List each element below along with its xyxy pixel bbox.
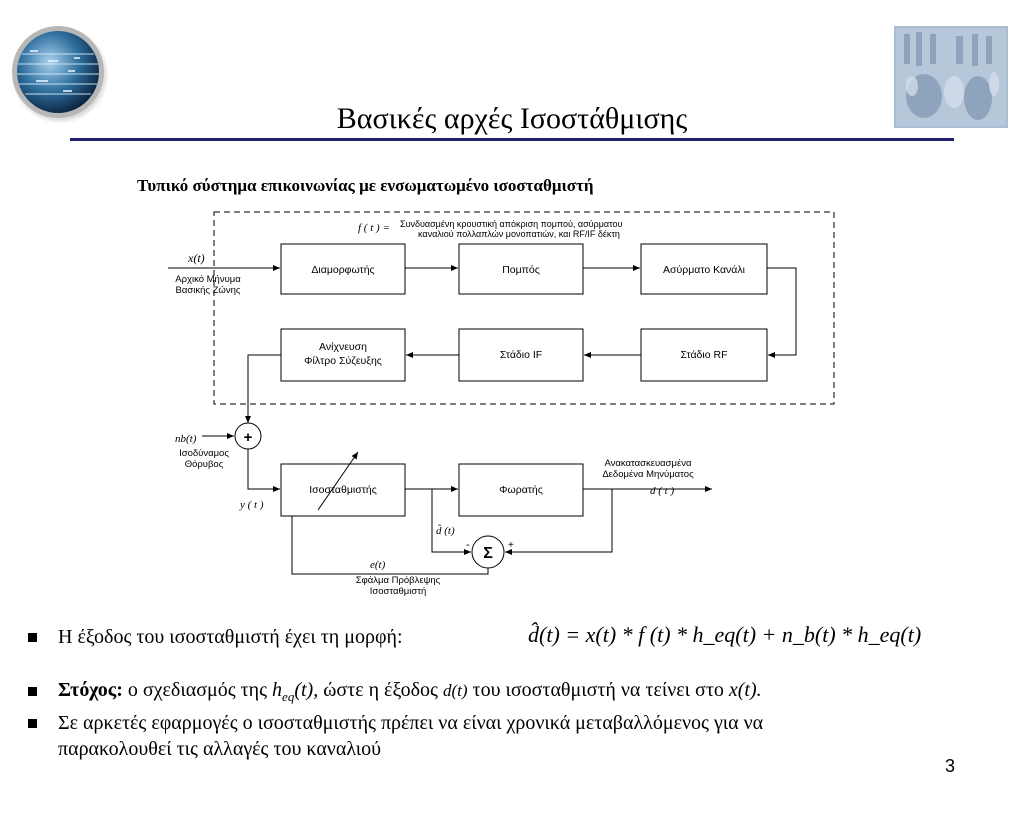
detector-label-line1: Ανίχνευση xyxy=(319,341,367,353)
square-bullet-icon xyxy=(28,633,37,642)
x-symbol: x(t) xyxy=(187,251,205,265)
decision-to-sigma-arrow xyxy=(505,489,613,555)
title-rule xyxy=(70,138,954,141)
if-stage-block xyxy=(458,328,584,382)
transmitter-label: Πομπός xyxy=(502,264,540,276)
decision-block xyxy=(458,463,584,517)
wireless-channel-block xyxy=(640,243,768,295)
sigma-plus-sign: + xyxy=(508,540,514,551)
output-label-line2: Δεδομένα Μηνύματος xyxy=(602,469,694,480)
bullet-2-text-b: ώστε η έξοδος xyxy=(323,679,438,701)
bullet-2-h: h xyxy=(272,679,283,701)
diagram-subtitle: Τυπικό σύστημα επικοινωνίας με ενσωματωμ… xyxy=(137,176,594,195)
adaptive-arrow xyxy=(317,451,359,511)
modulator-block xyxy=(280,243,406,295)
f-symbol: f ( t ) = xyxy=(358,222,390,234)
bullet-3-line1: Σε αρκετές εφαρμογές ο ισοσταθμιστής πρέ… xyxy=(58,712,764,734)
sigma-symbol: Σ xyxy=(483,545,493,562)
detector-block xyxy=(280,328,406,382)
dhat-symbol: d̂ (t) xyxy=(436,524,455,537)
sum-to-equalizer-arrow xyxy=(247,449,280,492)
output-label-line1: Ανακατασκευασμένα xyxy=(605,458,693,469)
bullet-2: Στόχος: ο σχεδιασμός της heq(t), ώστε η … xyxy=(58,677,762,710)
slide-title: Βασικές αρχές Ισοστάθμισης xyxy=(336,102,688,135)
input-label-line1: Αρχικό Μήνυμα xyxy=(175,274,241,285)
error-feedback-line xyxy=(291,516,489,575)
detector-label-line2: Φίλτρο Σύζευξης xyxy=(304,355,382,367)
decision-label: Φωρατής xyxy=(499,484,543,496)
if-stage-label: Στάδιο IF xyxy=(500,349,542,361)
noise-sum-plus: + xyxy=(244,429,253,446)
modulator-label: Διαμορφωτής xyxy=(311,264,374,276)
e-symbol: e(t) xyxy=(370,559,386,571)
rf-stage-label: Στάδιο RF xyxy=(681,349,728,361)
bullet-1-equation: d̂(t) = x(t) * f (t) * h_eq(t) + n_b(t) … xyxy=(528,622,922,647)
f-description-line2: καναλιού πολλαπλών μονοπατιών, και RF/IF… xyxy=(418,229,620,239)
f-description-line1: Συνδυασμένη κρουστική απόκριση πομπού, α… xyxy=(400,219,623,229)
sigma-minus-sign: - xyxy=(466,539,470,551)
wireless-channel-label: Ασύρματο Κανάλι xyxy=(663,264,746,276)
error-label-line1: Σφάλμα Πρόβλεψης xyxy=(356,575,441,586)
detector-to-sum-arrow xyxy=(245,354,281,423)
bullet-1-text: Η έξοδος του ισοσταθμιστή έχει τη μορφή: xyxy=(58,626,403,648)
noise-label-line2: Θόρυβος xyxy=(185,459,224,470)
bullet-2-xt: x(t). xyxy=(728,679,762,701)
nb-symbol: nb(t) xyxy=(175,433,197,445)
rf-stage-block xyxy=(640,328,768,382)
globe-logo-icon xyxy=(11,26,109,124)
dhat-to-sigma-arrow xyxy=(431,489,471,555)
equalizer-block xyxy=(280,463,406,517)
square-bullet-icon xyxy=(28,687,37,696)
channel-boundary xyxy=(213,211,835,405)
bullet-2-label: Στόχος: xyxy=(58,679,123,701)
channel-to-rf-arrow xyxy=(767,267,797,358)
output-d-symbol: d ( t ) xyxy=(650,485,674,497)
stone-relief-image xyxy=(894,26,1008,128)
input-label-line2: Βασικής Ζώνης xyxy=(176,285,241,296)
bullet-3-line2: παρακολουθεί τις αλλαγές του καναλιού xyxy=(58,738,382,760)
equalizer-label: Ισοσταθμιστής xyxy=(309,484,377,496)
error-label-line2: Ισοσταθμιστή xyxy=(370,586,427,597)
bullet-2-eq: eq xyxy=(282,689,295,704)
page-number: 3 xyxy=(945,756,956,776)
bullet-2-dt: d(t) xyxy=(442,681,468,700)
transmitter-block xyxy=(458,243,584,295)
square-bullet-icon xyxy=(28,719,37,728)
bullet-2-text-c: του ισοσταθμιστή να τείνει στο xyxy=(472,679,724,701)
bullet-2-t: (t), xyxy=(294,679,319,701)
noise-label-line1: Ισοδύναμος xyxy=(179,448,229,459)
y-symbol: y ( t ) xyxy=(239,499,264,511)
bullet-2-text-a: ο σχεδιασμός της xyxy=(127,679,268,701)
